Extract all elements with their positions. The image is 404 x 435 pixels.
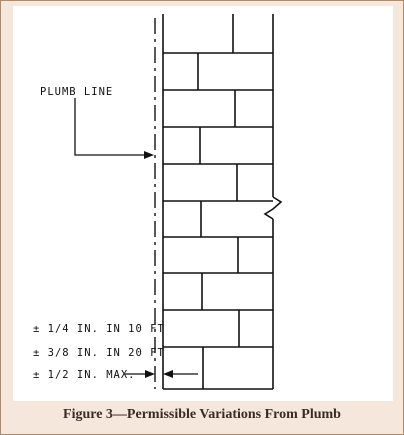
plumb-diagram — [74, 14, 283, 390]
deviation-arrow-left — [145, 370, 155, 378]
diagram-panel: PLUMB LINE ± 1/4 IN. IN 10 FT ± 3/8 IN. … — [13, 6, 393, 401]
tolerance-10ft: ± 1/4 IN. IN 10 FT — [33, 323, 165, 335]
plumb-leader — [74, 98, 147, 156]
brick-wall — [162, 14, 283, 390]
tolerance-max: ± 1/2 IN. MAX. — [33, 369, 136, 381]
plumb-leader-arrow — [144, 151, 154, 159]
figure-caption: Figure 3—Permissible Variations From Plu… — [63, 407, 341, 422]
break-mark — [263, 196, 283, 220]
deviation-arrow-right — [163, 370, 173, 378]
tolerance-20ft: ± 3/8 IN. IN 20 FT — [33, 347, 165, 359]
plumb-line-label: PLUMB LINE — [40, 86, 114, 98]
